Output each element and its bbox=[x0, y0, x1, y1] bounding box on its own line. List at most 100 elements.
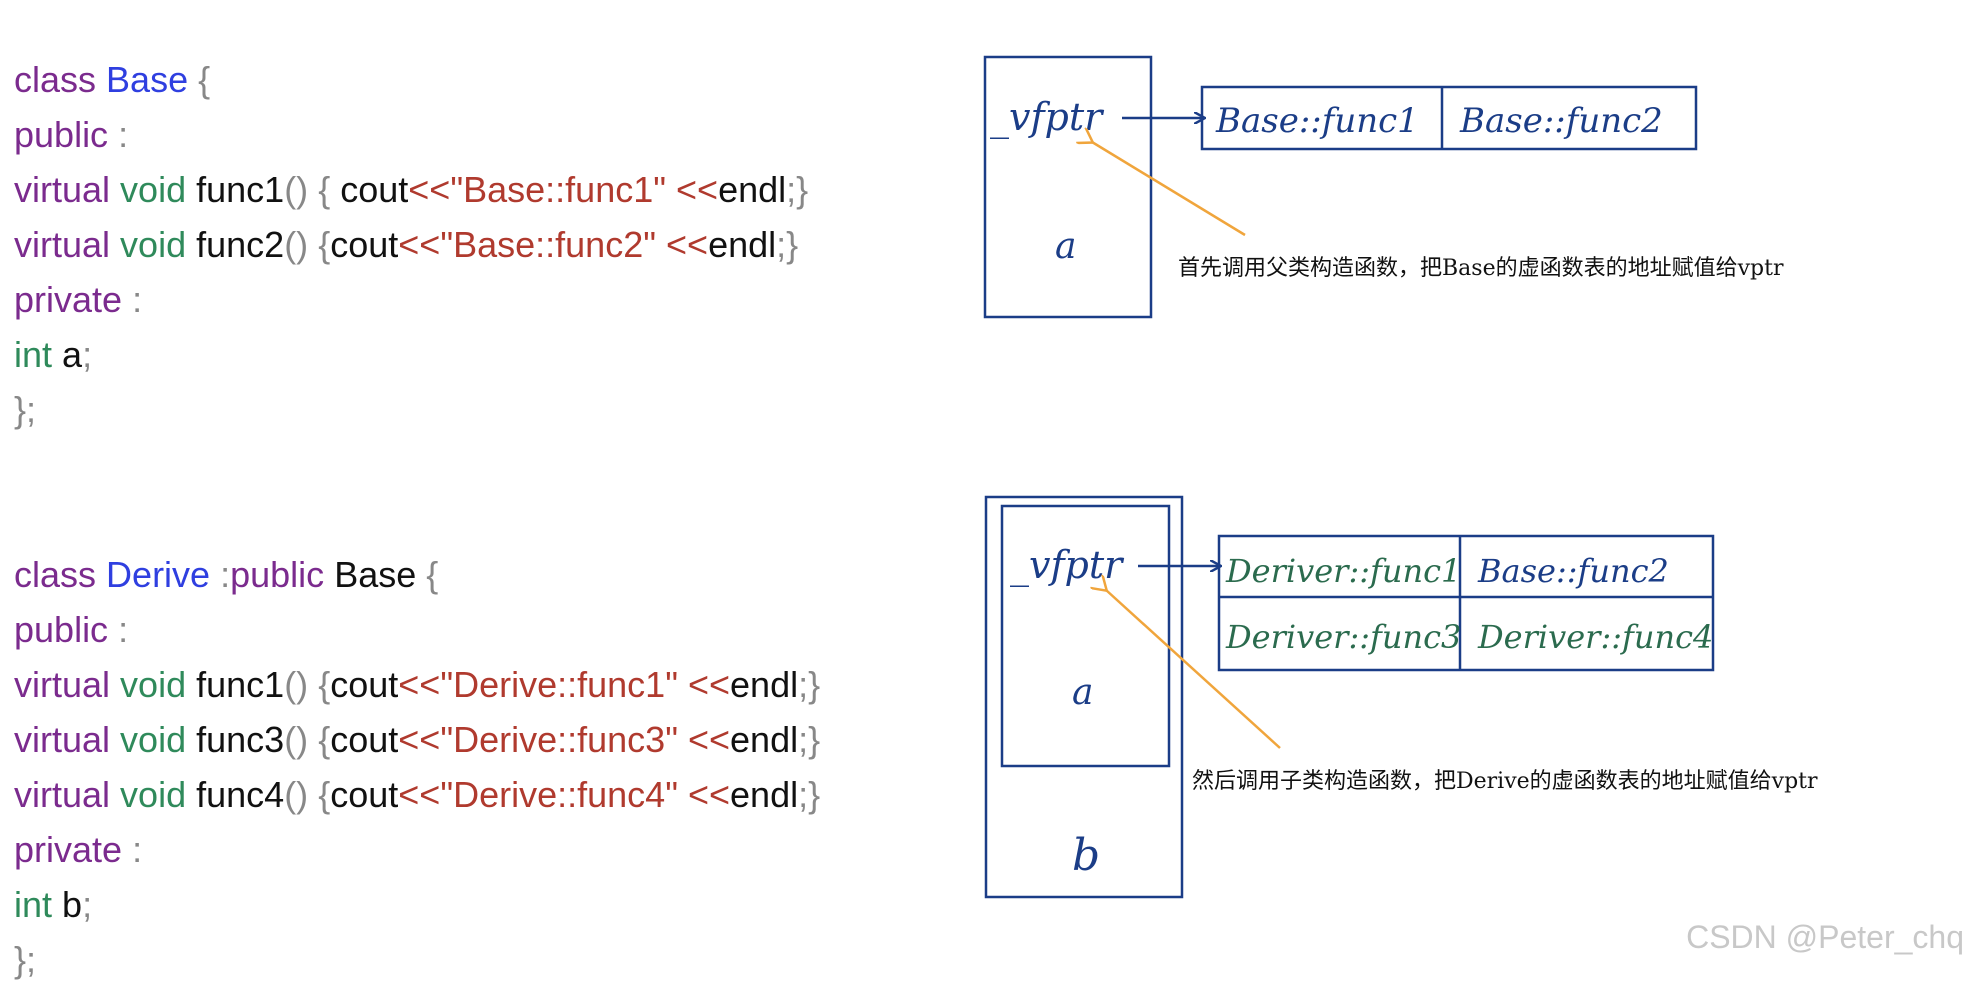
class-end: }; bbox=[14, 389, 37, 430]
parens: () bbox=[284, 719, 309, 760]
stream-op: << bbox=[408, 169, 451, 210]
keyword-private: private bbox=[14, 279, 123, 320]
semicolon: ; bbox=[786, 169, 797, 210]
derive-func4-line: virtual void func4() {cout<<"Derive::fun… bbox=[14, 767, 820, 822]
member-a-label: a bbox=[1055, 226, 1076, 267]
semicolon: ; bbox=[798, 719, 809, 760]
semicolon: ; bbox=[798, 774, 809, 815]
func-name: func2 bbox=[196, 224, 285, 265]
base-class-declaration: class Base { bbox=[14, 52, 820, 107]
class-end: }; bbox=[14, 939, 37, 980]
derive-public-label: public : bbox=[14, 602, 820, 657]
open-brace: { bbox=[318, 664, 331, 705]
colon: : bbox=[118, 609, 129, 650]
class-name-base: Base bbox=[106, 59, 189, 100]
type-void: void bbox=[120, 664, 187, 705]
keyword-virtual: virtual bbox=[14, 719, 111, 760]
semicolon: ; bbox=[82, 884, 93, 925]
base-class-ref: Base bbox=[334, 554, 417, 595]
type-int: int bbox=[14, 884, 53, 925]
endl: endl bbox=[718, 169, 787, 210]
stream-op: << bbox=[398, 224, 441, 265]
string-literal: "Base::func1" bbox=[450, 169, 667, 210]
stream-op: << bbox=[687, 664, 731, 705]
keyword-public: public bbox=[14, 609, 109, 650]
func-name: func3 bbox=[196, 719, 285, 760]
annotation-arrow bbox=[1106, 590, 1281, 749]
type-void: void bbox=[120, 719, 187, 760]
endl: endl bbox=[730, 774, 799, 815]
vptr-label: _vfptr bbox=[1010, 543, 1125, 588]
vtable-entry-derive-func4: Deriver::func4 bbox=[1477, 618, 1713, 656]
stream-op: << bbox=[398, 664, 441, 705]
vtable-box bbox=[1200, 85, 1698, 151]
colon: : bbox=[132, 279, 143, 320]
func-name: func1 bbox=[196, 664, 285, 705]
vtable-entry-derive-func1: Deriver::func1 bbox=[1225, 552, 1461, 590]
semicolon: ; bbox=[776, 224, 787, 265]
vtable-entry-base-func2: Base::func2 bbox=[1477, 552, 1669, 590]
parens: () bbox=[284, 774, 309, 815]
cout: cout bbox=[330, 719, 399, 760]
colon: : bbox=[132, 829, 143, 870]
base-object-diagram: _vfptr a Base::func1 Base::func2 bbox=[983, 55, 1698, 319]
derive-object-box bbox=[984, 495, 1184, 899]
derive-func1-line: virtual void func1() {cout<<"Derive::fun… bbox=[14, 657, 820, 712]
stream-op: << bbox=[687, 719, 731, 760]
close-brace: } bbox=[786, 224, 799, 265]
semicolon: ; bbox=[798, 664, 809, 705]
stream-op: << bbox=[676, 169, 719, 210]
open-brace: { bbox=[318, 169, 331, 210]
colon: : bbox=[118, 114, 129, 155]
derive-class-end: }; bbox=[14, 932, 820, 987]
base-class-end: }; bbox=[14, 382, 820, 437]
derive-class-declaration: class Derive :public Base { bbox=[14, 547, 820, 602]
stream-op: << bbox=[398, 719, 441, 760]
type-void: void bbox=[120, 224, 187, 265]
close-brace: } bbox=[808, 774, 821, 815]
base-member-line: int a; bbox=[14, 327, 820, 382]
base-public-label: public : bbox=[14, 107, 820, 162]
base-constructor-note: 首先调用父类构造函数，把Base的虚函数表的地址赋值给vptr bbox=[1178, 256, 1784, 281]
vptr-label: _vfptr bbox=[990, 95, 1105, 140]
type-int: int bbox=[14, 334, 53, 375]
watermark: CSDN @Peter_chq bbox=[1686, 919, 1964, 955]
keyword-class: class bbox=[14, 59, 97, 100]
cout: cout bbox=[330, 224, 399, 265]
open-brace: { bbox=[318, 224, 331, 265]
cout: cout bbox=[330, 664, 399, 705]
cout: cout bbox=[340, 169, 409, 210]
keyword-public: public bbox=[14, 114, 109, 155]
stream-op: << bbox=[666, 224, 709, 265]
keyword-private: private bbox=[14, 829, 123, 870]
member-name: a bbox=[62, 334, 83, 375]
open-brace: { bbox=[318, 719, 331, 760]
semicolon: ; bbox=[82, 334, 93, 375]
stream-op: << bbox=[398, 774, 441, 815]
close-brace: } bbox=[808, 664, 821, 705]
keyword-virtual: virtual bbox=[14, 169, 111, 210]
annotation-arrow bbox=[1092, 142, 1246, 237]
vtable-box bbox=[1217, 534, 1715, 672]
parens: () bbox=[284, 664, 309, 705]
vtable-entry-base-func1: Base::func1 bbox=[1215, 101, 1419, 141]
member-a-label: a bbox=[1072, 672, 1093, 713]
string-literal: "Base::func2" bbox=[440, 224, 656, 265]
code-listing: class Base { public : virtual void func1… bbox=[14, 52, 820, 987]
type-void: void bbox=[120, 774, 187, 815]
colon: : bbox=[220, 554, 231, 595]
derive-constructor-note: 然后调用子类构造函数，把Derive的虚函数表的地址赋值给vptr bbox=[1192, 769, 1818, 794]
stream-op: << bbox=[687, 774, 731, 815]
open-brace: { bbox=[198, 59, 211, 100]
keyword-virtual: virtual bbox=[14, 774, 111, 815]
base-subobject-box bbox=[1000, 504, 1171, 768]
base-func1-line: virtual void func1() { cout<<"Base::func… bbox=[14, 162, 820, 217]
type-void: void bbox=[120, 169, 187, 210]
string-literal: "Derive::func4" bbox=[440, 774, 678, 815]
func-name: func4 bbox=[196, 774, 285, 815]
keyword-virtual: virtual bbox=[14, 224, 111, 265]
cout: cout bbox=[330, 774, 399, 815]
member-b-label: b bbox=[1072, 830, 1100, 881]
parens: () bbox=[284, 169, 309, 210]
base-object-box bbox=[983, 55, 1153, 319]
